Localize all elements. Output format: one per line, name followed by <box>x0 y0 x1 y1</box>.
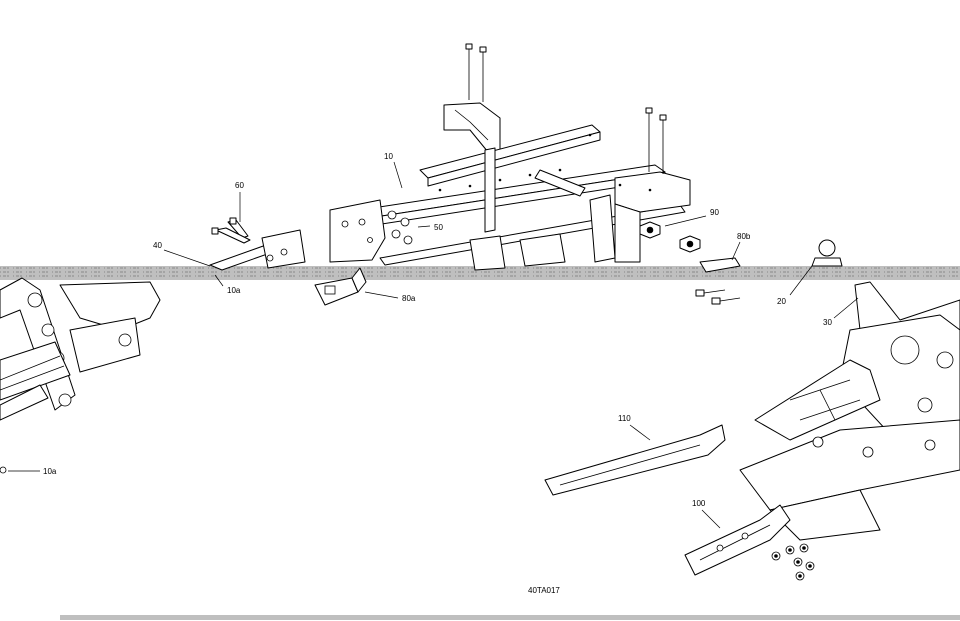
right-frame-section-30 <box>739 281 960 541</box>
callout-10a-left: 10a <box>43 467 57 476</box>
fastener-10a-left <box>0 466 7 474</box>
callout-80a: 80a <box>402 294 416 303</box>
callout-10: 10 <box>384 152 393 161</box>
callout-10a-top: 10a <box>227 286 241 295</box>
top-bolts <box>465 43 667 174</box>
nut-set-50 <box>387 210 413 245</box>
callout-50: 50 <box>434 223 443 232</box>
callout-40: 40 <box>153 241 162 250</box>
clip-80b <box>695 257 741 305</box>
callout-30: 30 <box>823 318 832 327</box>
callout-labels: 10 60 40 50 10a 80a 90 80b 20 30 110 100… <box>43 152 832 595</box>
leader-lines <box>8 161 859 529</box>
callout-90: 90 <box>710 208 719 217</box>
rail-100 <box>684 504 791 576</box>
plate-40 <box>209 229 306 271</box>
callout-80b: 80b <box>737 232 751 241</box>
nut-cluster <box>771 543 815 581</box>
callout-20: 20 <box>777 297 786 306</box>
left-frame-section <box>0 277 161 421</box>
hitch-80a <box>314 267 367 306</box>
callout-100: 100 <box>692 499 706 508</box>
callout-60: 60 <box>235 181 244 190</box>
diagram-code: 40TA017 <box>528 586 560 595</box>
rail-110 <box>544 424 726 496</box>
callout-110: 110 <box>618 414 631 423</box>
spacer-set-90 <box>639 221 701 253</box>
ball-hitch-20 <box>811 239 843 267</box>
main-frame-assembly <box>329 102 691 271</box>
bolt-set-60 <box>211 217 251 244</box>
